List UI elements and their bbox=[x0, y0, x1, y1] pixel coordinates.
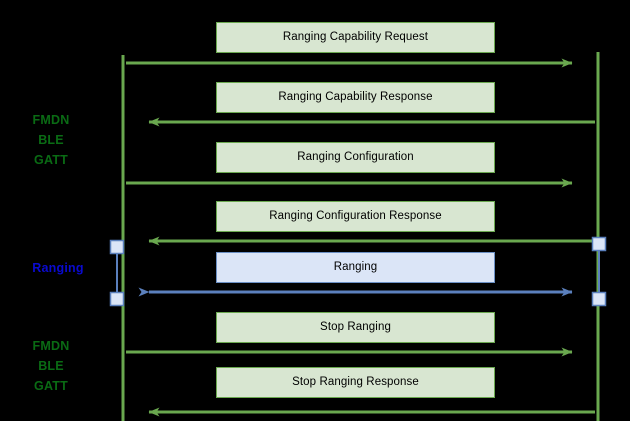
activation-right-start bbox=[591, 236, 607, 252]
activation-right-end bbox=[591, 291, 607, 307]
message-box-stop-ranging[interactable]: Stop Ranging bbox=[216, 312, 495, 343]
message-box-ranging-configuration-response[interactable]: Ranging Configuration Response bbox=[216, 201, 495, 232]
message-box-ranging[interactable]: Ranging bbox=[216, 252, 495, 283]
message-box-ranging-capability-response[interactable]: Ranging Capability Response bbox=[216, 82, 495, 113]
activation-left-start bbox=[109, 239, 125, 255]
activation-left-end bbox=[109, 291, 125, 307]
message-box-ranging-capability-request[interactable]: Ranging Capability Request bbox=[216, 22, 495, 53]
message-box-stop-ranging-response[interactable]: Stop Ranging Response bbox=[216, 367, 495, 398]
message-box-ranging-configuration[interactable]: Ranging Configuration bbox=[216, 142, 495, 173]
phase-label-gatt-top: FMDN BLE GATT bbox=[32, 113, 70, 167]
phase-label-gatt-bottom: FMDN BLE GATT bbox=[32, 339, 70, 393]
phase-label-ranging: Ranging bbox=[32, 261, 84, 275]
